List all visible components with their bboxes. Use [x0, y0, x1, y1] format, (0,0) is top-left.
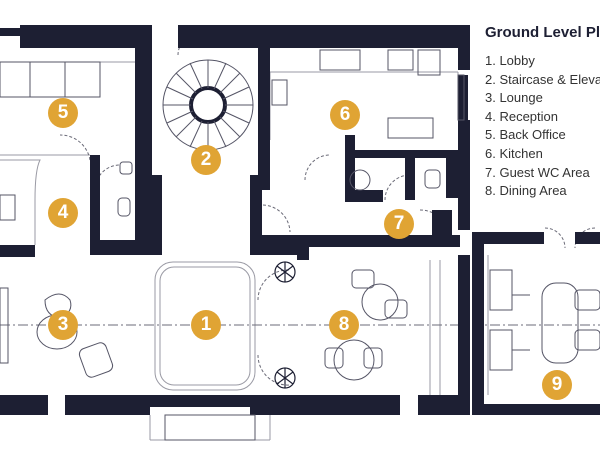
legend-item-reception: 4. Reception	[485, 108, 558, 124]
legend-title: Ground Level Pla	[485, 24, 600, 41]
legend-item-lounge: 3. Lounge	[485, 90, 543, 106]
legend-item-kitchen: 6. Kitchen	[485, 145, 543, 161]
plants	[274, 261, 296, 389]
room-marker-reception: 4	[48, 198, 78, 228]
room-marker-9: 9	[542, 370, 572, 400]
furniture	[0, 49, 600, 441]
legend-item-staircase: 2. Staircase & Elevat	[485, 71, 600, 87]
room-marker-back-office: 5	[48, 98, 78, 128]
room-marker-kitchen: 6	[330, 100, 360, 130]
legend-item-back-office: 5. Back Office	[485, 127, 566, 143]
spiral-staircase	[162, 59, 254, 151]
legend-item-guest-wc: 7. Guest WC Area	[485, 164, 590, 180]
room-marker-lobby: 1	[191, 310, 221, 340]
legend-item-lobby: 1. Lobby	[485, 53, 535, 68]
walls	[0, 25, 600, 415]
room-marker-guest-wc: 7	[384, 209, 414, 239]
legend-item-dining: 8. Dining Area	[485, 183, 567, 199]
legend-list: 1. Lobby 2. Staircase & Elevat 3. Lounge…	[485, 52, 600, 201]
room-marker-staircase: 2	[191, 145, 221, 175]
room-marker-lounge: 3	[48, 310, 78, 340]
room-marker-dining: 8	[329, 310, 359, 340]
